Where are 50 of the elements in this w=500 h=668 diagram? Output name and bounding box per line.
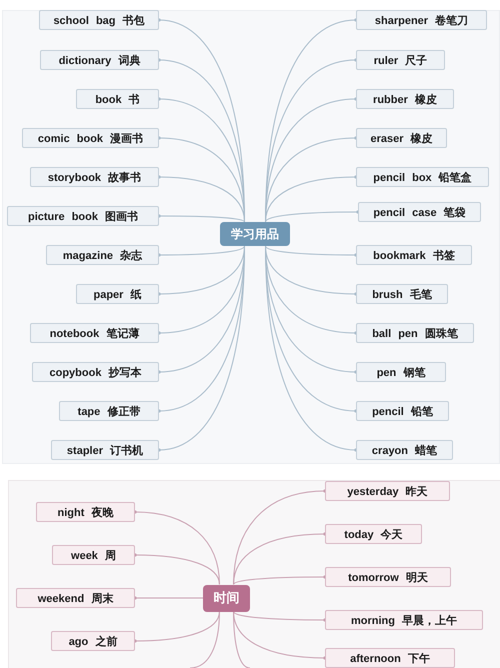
topic-box: paper 纸 bbox=[76, 284, 159, 304]
topic-box: ruler 尺子 bbox=[356, 50, 445, 70]
connector-line bbox=[157, 246, 245, 257]
topic-box: crayon 蜡笔 bbox=[356, 440, 453, 460]
topic-box: brush 毛笔 bbox=[356, 284, 448, 304]
topic-box: school bag 书包 bbox=[39, 10, 159, 30]
topic-box: pencil box 铅笔盒 bbox=[356, 167, 489, 187]
topic-box: bookmark 书签 bbox=[356, 245, 472, 265]
topic-box: ball pen 圆珠笔 bbox=[356, 323, 474, 343]
topic-box: storybook 故事书 bbox=[30, 167, 159, 187]
connector-line bbox=[233, 575, 327, 585]
central-topic: 时间 bbox=[203, 584, 250, 612]
topic-box: magazine 杂志 bbox=[46, 245, 159, 265]
topic-box: copybook 抄写本 bbox=[32, 362, 159, 382]
topic-box: tomorrow 明天 bbox=[325, 567, 451, 587]
connector-line bbox=[233, 611, 250, 668]
topic-box: ago 之前 bbox=[51, 631, 135, 651]
topic-box: pencil case 笔袋 bbox=[358, 202, 481, 222]
connector-line bbox=[157, 175, 245, 222]
topic-box: pen 钢笔 bbox=[356, 362, 446, 382]
connector-line bbox=[265, 210, 360, 222]
topic-box: dictionary 词典 bbox=[40, 50, 159, 70]
central-topic: 学习用品 bbox=[220, 222, 290, 246]
connector-line bbox=[157, 214, 245, 222]
connector-line bbox=[233, 611, 327, 622]
connector-line bbox=[265, 175, 358, 222]
topic-box: book 书 bbox=[76, 89, 159, 109]
topic-box: weekend 周末 bbox=[16, 588, 135, 608]
topic-box: today 今天 bbox=[325, 524, 422, 544]
topic-box: picture book 图画书 bbox=[7, 206, 159, 226]
connector-line bbox=[133, 553, 220, 585]
connector-line bbox=[133, 596, 204, 600]
topic-box: comic book 漫画书 bbox=[22, 128, 159, 148]
topic-box: tape 修正带 bbox=[59, 401, 159, 421]
topic-box: eraser 橡皮 bbox=[356, 128, 447, 148]
topic-box: morning 早晨，上午 bbox=[325, 610, 483, 630]
topic-box: afternoon 下午 bbox=[325, 648, 455, 668]
topic-box: yesterday 昨天 bbox=[325, 481, 450, 501]
connector-line bbox=[265, 246, 358, 257]
connector-line bbox=[190, 611, 220, 668]
topic-box: week 周 bbox=[52, 545, 135, 565]
topic-box: stapler 订书机 bbox=[51, 440, 159, 460]
connector-line bbox=[133, 510, 220, 585]
topic-box: night 夜晚 bbox=[36, 502, 135, 522]
topic-box: sharpener 卷笔刀 bbox=[356, 10, 487, 30]
topic-box: pencil 铅笔 bbox=[356, 401, 449, 421]
connector-line bbox=[233, 532, 327, 585]
connector-line bbox=[133, 611, 220, 643]
topic-box: notebook 笔记薄 bbox=[30, 323, 159, 343]
topic-box: rubber 橡皮 bbox=[356, 89, 454, 109]
